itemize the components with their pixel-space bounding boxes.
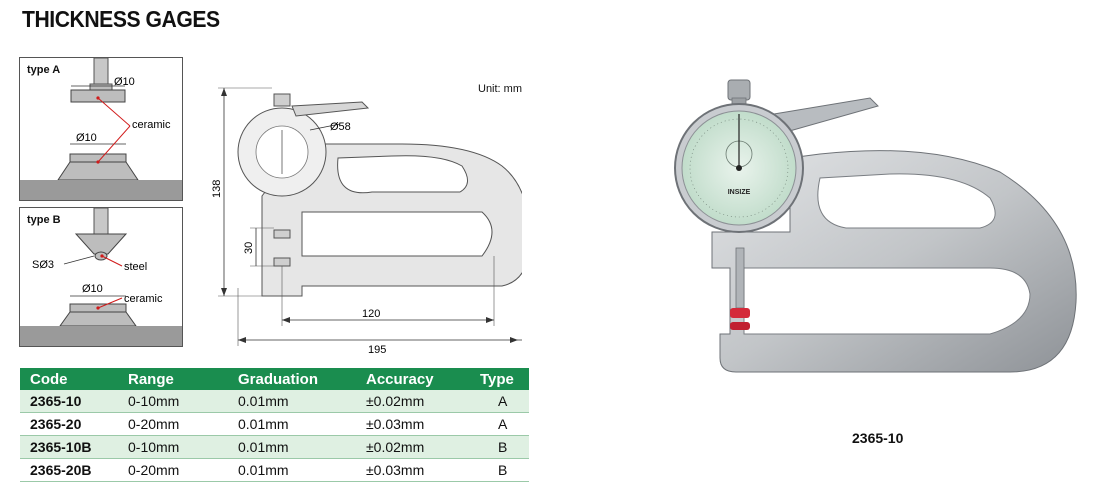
table-row: 2365-20B 0-20mm 0.01mm ±0.03mm B [20,458,529,482]
cell-range: 0-10mm [118,390,228,413]
cell-graduation: 0.01mm [228,390,356,413]
type-a-bottom-diameter: Ø10 [76,132,97,144]
dim-dial-diameter: Ø58 [330,121,351,133]
table-row: 2365-20 0-20mm 0.01mm ±0.03mm A [20,412,529,436]
cell-accuracy: ±0.02mm [356,390,470,413]
col-graduation: Graduation [228,368,356,390]
product-photo: INSIZE [674,79,1077,373]
page-title: THICKNESS GAGES [22,6,220,32]
cell-range: 0-10mm [118,435,228,459]
type-a-top-diameter: Ø10 [114,76,135,88]
cell-graduation: 0.01mm [228,458,356,482]
col-accuracy: Accuracy [356,368,470,390]
type-a-label: type A [27,64,61,76]
type-b-label: type B [27,214,61,226]
cell-range: 0-20mm [118,412,228,436]
spec-table: Code Range Graduation Accuracy Type 2365… [20,368,529,482]
cell-graduation: 0.01mm [228,412,356,436]
cell-accuracy: ±0.03mm [356,458,470,482]
type-b-diagram: SØ3 steel Ø10 ceramic [20,208,182,346]
cell-type: B [470,435,529,459]
cell-code: 2365-20B [20,458,118,482]
type-a-diagram: Ø10 Ø10 ceramic [20,58,182,200]
cell-type: B [470,458,529,482]
table-header-row: Code Range Graduation Accuracy Type [20,368,529,390]
photo-caption: 2365-10 [852,430,904,446]
dim-length: 195 [368,344,386,356]
type-b-tip-material: steel [124,261,147,273]
technical-drawing: 138 Ø58 30 120 195 [212,87,522,356]
cell-accuracy: ±0.02mm [356,435,470,459]
type-a-material: ceramic [132,119,171,131]
dim-throat: 30 [243,242,255,254]
cell-code: 2365-10B [20,435,118,459]
unit-label: Unit: mm [478,83,522,95]
col-code: Code [20,368,118,390]
cell-code: 2365-10 [20,390,118,413]
type-a-panel: type A Ø10 Ø10 ceramic [19,57,183,201]
type-b-anvil-material: ceramic [124,293,163,305]
dial-brand: INSIZE [728,189,751,196]
col-type: Type [470,368,529,390]
cell-accuracy: ±0.03mm [356,412,470,436]
cell-range: 0-20mm [118,458,228,482]
cell-code: 2365-20 [20,412,118,436]
col-range: Range [118,368,228,390]
dim-height: 138 [212,180,223,198]
cell-graduation: 0.01mm [228,435,356,459]
table-row: 2365-10B 0-10mm 0.01mm ±0.02mm B [20,435,529,459]
type-b-tip-radius: SØ3 [32,259,54,271]
type-b-anvil-diameter: Ø10 [82,283,103,295]
cell-type: A [470,390,529,413]
cell-type: A [470,412,529,436]
table-row: 2365-10 0-10mm 0.01mm ±0.02mm A [20,390,529,413]
type-b-panel: type B SØ3 steel Ø10 ceramic [19,207,183,347]
dim-depth: 120 [362,308,380,320]
